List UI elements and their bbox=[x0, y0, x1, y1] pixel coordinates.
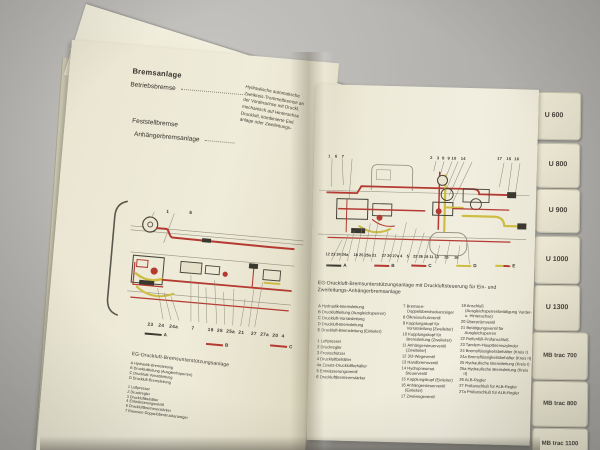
list-line: 14 Hydropneumat. Steuerventil bbox=[401, 365, 436, 376]
tab-label: U 800 bbox=[548, 161, 568, 169]
legend-item-b: B bbox=[374, 263, 395, 269]
toc-entry-feststellbremse: Feststellbremse bbox=[132, 118, 178, 129]
tab-mbtrac700: MB trac 700 bbox=[531, 331, 589, 381]
diagram-callout-row: 2 3 8 9 10 14 bbox=[430, 155, 466, 161]
dotted-leader bbox=[204, 139, 235, 144]
tab-label: MB trac 1100 bbox=[541, 440, 579, 447]
tab-label: MB trac 700 bbox=[543, 352, 577, 359]
book-bottom-shadow bbox=[40, 436, 540, 450]
toc-entry-anhaengerbremsanlage: Anhängerbremsanlage bbox=[134, 131, 235, 147]
tab-label: U 1000 bbox=[545, 255, 569, 264]
legend-item-c: C bbox=[270, 342, 293, 349]
diagram-caption: EG-Druckluft-Bremsunterstützungsanlage m… bbox=[317, 280, 497, 295]
legend-label: E bbox=[512, 263, 516, 269]
diagram-callout-row: 1 6 7 bbox=[328, 153, 345, 159]
toc-label: Feststellbremse bbox=[131, 117, 179, 129]
legend-item-a: A bbox=[144, 330, 168, 338]
line-swatch bbox=[456, 264, 472, 267]
line-swatch bbox=[326, 263, 342, 267]
list-line: 7 Bremsen-Doppelüberdruckanzeiger bbox=[403, 303, 455, 315]
legend-item-c: C bbox=[411, 263, 432, 269]
line-swatch bbox=[144, 331, 162, 336]
page-title: Bremsanlage bbox=[132, 66, 183, 80]
list-line: 11 Anhängersteuerventil (Zweileiter) bbox=[402, 342, 447, 353]
legend-label: A bbox=[343, 262, 347, 268]
legend-label: D bbox=[473, 263, 477, 269]
right-page: 1 6 7 2 3 8 9 10 14 17 15 16 12 23 24 24… bbox=[306, 84, 539, 446]
tab-label: U 600 bbox=[544, 111, 564, 120]
toc-label: Anhängerbremsanlage bbox=[133, 130, 200, 144]
tab-u800: U 800 bbox=[535, 142, 581, 189]
line-swatch bbox=[270, 343, 288, 348]
line-swatch bbox=[374, 264, 390, 267]
toc-entry-betriebsbremse: Betriebsbremse bbox=[130, 81, 243, 98]
left-caption-block: EG-Druckluft-Bremsunterstützungsanlage A… bbox=[125, 352, 301, 433]
list-line: 17 Zweiwegeventil bbox=[400, 393, 435, 399]
brake-diagram-left bbox=[106, 200, 304, 328]
tab-u1300: U 1300 bbox=[533, 284, 581, 332]
list-line: 16 Anhängersteuerventil (Einleiter) bbox=[401, 382, 446, 393]
dotted-leader bbox=[180, 88, 243, 95]
diagram-callout-row: 17 15 16 bbox=[497, 155, 520, 162]
list-line: 19 Anschluß (Ausgleichsperrenbetätigung … bbox=[461, 302, 532, 319]
left-page: Bremsanlage Betriebsbremse Feststellbrem… bbox=[35, 40, 339, 450]
line-swatch bbox=[205, 342, 224, 346]
tab-u900: U 900 bbox=[535, 188, 581, 234]
list-line: 27a Prüfanschluß für ALB-Regler bbox=[458, 388, 520, 396]
line-swatch bbox=[411, 264, 427, 267]
legend-label: C bbox=[428, 263, 432, 269]
legend-item-d: D bbox=[456, 263, 477, 269]
tab-mbtrac1100: MB trac 1100 bbox=[531, 427, 589, 450]
tab-mbtrac800: MB trac 800 bbox=[531, 380, 589, 428]
list-line: 9 Kupplungskopf für Vorratsleitung (Zwei… bbox=[402, 320, 454, 332]
legend-label: C bbox=[288, 344, 293, 350]
right-diagram-legend: A B C D E bbox=[316, 84, 539, 268]
line-swatch bbox=[495, 264, 511, 267]
toc-label: Betriebsbremse bbox=[130, 81, 176, 93]
legend-item-a: A bbox=[326, 262, 347, 268]
tab-label: U 900 bbox=[548, 206, 568, 215]
list-line: 25a Hydraulische Bremsleitung (Kreis II) bbox=[459, 365, 529, 376]
legend-item-e: E bbox=[495, 263, 516, 269]
legend-label: A bbox=[163, 332, 168, 338]
diagram-callout: 1 bbox=[166, 208, 170, 215]
tab-label: U 1300 bbox=[545, 303, 569, 312]
list-line: 21 Betätigungsventil für Ausgleichsperre… bbox=[460, 324, 504, 336]
legend-item-b: B bbox=[205, 341, 229, 348]
legend-label: B bbox=[224, 342, 229, 348]
legend-label: B bbox=[391, 263, 395, 269]
tab-u1000: U 1000 bbox=[533, 235, 581, 285]
brake-diagram-right bbox=[317, 158, 530, 265]
list-line: 6 Druckluftbremsverstärker bbox=[316, 373, 366, 381]
parts-column-3: 19 Anschluß (Ausgleichsperrenbetätigung … bbox=[459, 303, 534, 397]
diagram-callout: 6 bbox=[189, 209, 193, 216]
tab-label: MB trac 800 bbox=[543, 400, 577, 407]
list-line: 10 Kupplungskopf für Bremsleitung (Zweil… bbox=[402, 331, 452, 343]
